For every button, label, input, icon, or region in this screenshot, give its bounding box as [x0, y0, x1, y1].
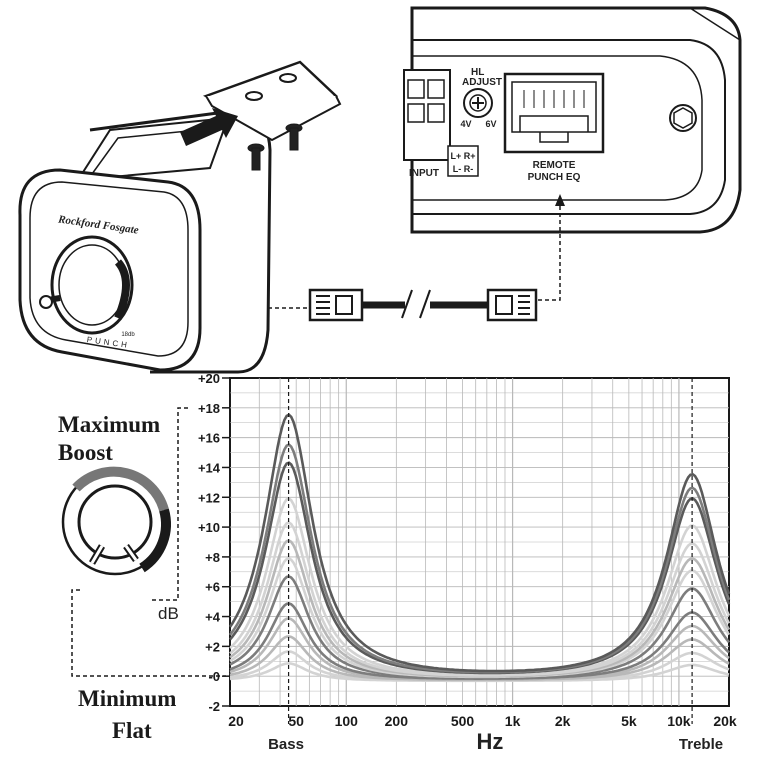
y-tick-label: +16 — [198, 431, 220, 446]
knob-range-brackets — [71, 407, 226, 677]
treble-label: Treble — [679, 736, 723, 753]
connection-arrow-icon — [555, 194, 565, 206]
y-tick-label: +10 — [198, 520, 220, 535]
chart-curves — [228, 413, 731, 683]
y-tick-label: +20 — [198, 371, 220, 386]
maximum-label: Maximum — [58, 412, 160, 437]
eq-curve — [229, 497, 731, 676]
hl-6v-label: 6V — [485, 119, 496, 129]
y-tick-label: -0 — [208, 669, 220, 684]
x-axis-label: Hz — [477, 729, 504, 754]
remote-knob-mark: 18db — [121, 332, 135, 338]
x-tick-label: 1k — [505, 713, 521, 729]
y-tick-label: +18 — [198, 401, 220, 416]
db-label: dB — [158, 604, 179, 623]
amplifier-panel — [403, 6, 742, 234]
y-tick-label: +6 — [205, 580, 220, 595]
x-tick-label: 10k — [667, 713, 691, 729]
chart-x-axis: 20 50 100 200 500 1k 2k 5k 10k 20k — [228, 713, 737, 729]
x-tick-label: 5k — [621, 713, 637, 729]
bass-label: Bass — [268, 736, 304, 753]
hl-adjust-label: HL ADJUST — [462, 67, 502, 88]
knob-dial — [61, 466, 171, 576]
boost-label: Boost — [58, 440, 113, 465]
mount-arrow-icon — [180, 108, 238, 146]
x-tick-label: 20k — [713, 713, 737, 729]
x-tick-label: 2k — [555, 713, 571, 729]
y-tick-label: +14 — [198, 460, 221, 475]
x-tick-label: 50 — [288, 713, 304, 729]
eq-curve — [228, 413, 731, 673]
y-tick-label: +12 — [198, 490, 220, 505]
lr-plus-label: L+ R+ — [450, 151, 475, 161]
lr-minus-label: L- R- — [453, 164, 474, 174]
x-tick-label: 500 — [451, 713, 475, 729]
y-tick-label: +8 — [205, 550, 220, 565]
punch-remote-unit — [18, 108, 272, 374]
chart-y-axis: +20 +18 +16 +14 +12 +10 +8 +6 +4 +2 -0 -2 — [198, 371, 230, 714]
connection-dashes — [268, 206, 561, 309]
y-tick-label: -2 — [208, 699, 220, 714]
input-label: INPUT — [409, 168, 439, 179]
y-tick-label: +4 — [205, 610, 221, 625]
x-tick-label: 200 — [385, 713, 409, 729]
adjust-label: ADJUST — [462, 77, 502, 88]
screw-icon — [247, 123, 303, 171]
y-tick-label: +2 — [205, 639, 220, 654]
punch-eq-label: PUNCH EQ — [528, 172, 581, 183]
x-tick-label: 100 — [335, 713, 359, 729]
chart-markers — [287, 378, 693, 724]
remote-label: REMOTE — [533, 160, 576, 171]
minimum-label: Minimum — [78, 686, 176, 711]
hl-4v-label: 4V — [460, 119, 471, 129]
hl-label: HL — [471, 67, 484, 78]
mounting-clip — [203, 60, 342, 142]
x-tick-label: 20 — [228, 713, 244, 729]
flat-label: Flat — [112, 718, 152, 743]
rj-cable — [308, 288, 538, 322]
